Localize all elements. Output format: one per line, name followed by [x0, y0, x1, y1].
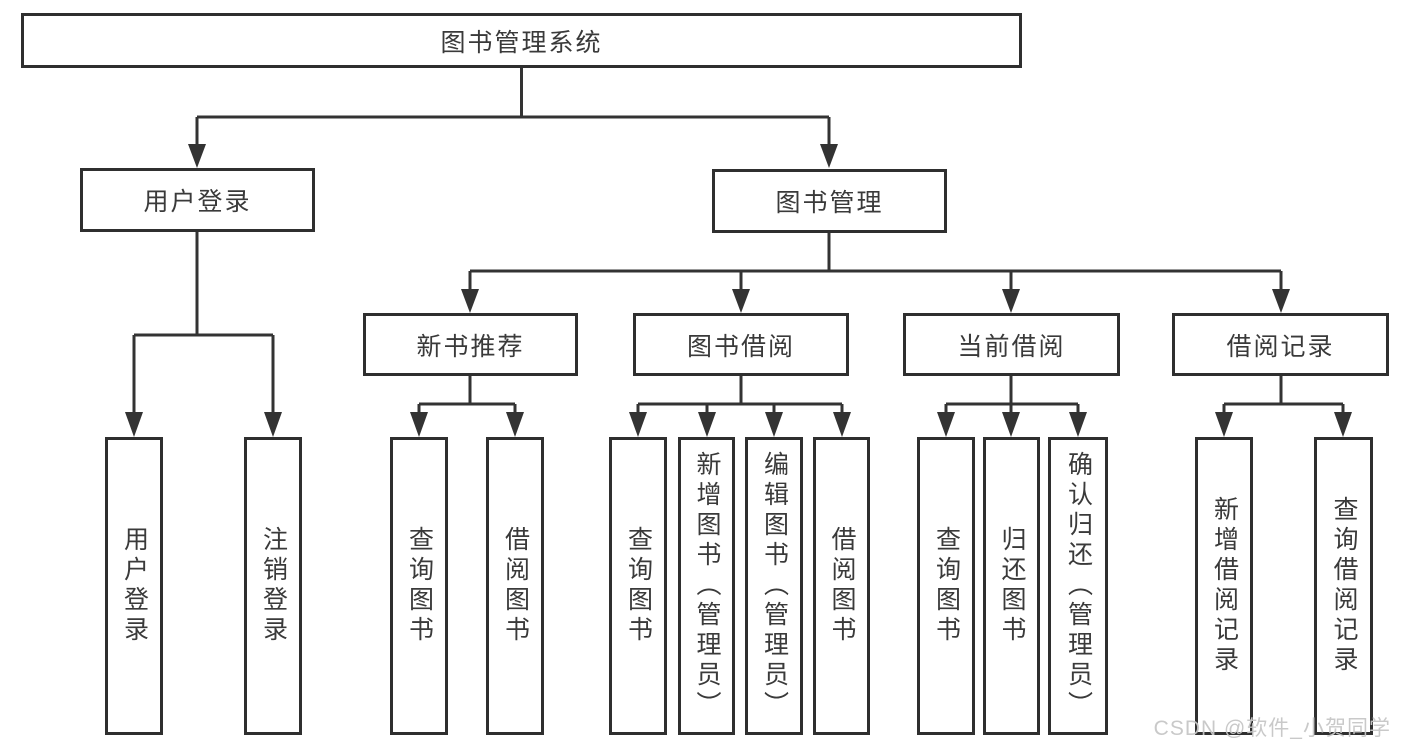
arrowhead: [188, 144, 206, 168]
node-label: 注销登录: [259, 526, 288, 646]
arrowhead: [506, 412, 524, 437]
node-borrowing-records: 借阅记录: [1172, 313, 1389, 376]
connector-userlogin-to-leaves: [132, 232, 275, 414]
leaf-user-login: 用户登录: [105, 437, 163, 735]
connector-bookmgmt-to-level3: [468, 233, 1283, 291]
connector-root-to-level2: [195, 68, 831, 146]
arrowhead: [264, 412, 282, 437]
arrowhead: [698, 412, 716, 437]
node-current-borrowing: 当前借阅: [903, 313, 1120, 376]
node-book-management: 图书管理: [712, 169, 947, 233]
node-label: 借阅记录: [1226, 332, 1335, 361]
arrowhead: [410, 412, 428, 437]
connector-currentborrow-to-leaves: [944, 376, 1080, 414]
arrowhead: [1002, 412, 1020, 437]
leaf-query-borrowing-record: 查询借阅记录: [1314, 437, 1373, 735]
node-label: 图书管理: [775, 189, 884, 217]
node-new-book-recommendation: 新书推荐: [363, 313, 578, 376]
arrowhead: [937, 412, 955, 437]
leaf-add-borrowing-record: 新增借阅记录: [1195, 437, 1253, 735]
connector-borrowrecord-to-leaves: [1222, 376, 1345, 414]
node-book-borrowing: 图书借阅: [633, 313, 849, 376]
leaf-edit-books-admin: 编辑图书（管理员）: [745, 437, 803, 735]
node-label: 查询图书: [624, 526, 653, 646]
node-label: 查询图书: [932, 526, 961, 646]
arrowhead: [629, 412, 647, 437]
connector-bookborrow-to-leaves: [636, 376, 844, 414]
arrowhead: [1272, 289, 1290, 313]
node-label: 编辑图书（管理员）: [760, 451, 789, 721]
arrowhead: [461, 289, 479, 313]
arrowhead: [1215, 412, 1233, 437]
arrowhead: [765, 412, 783, 437]
leaf-query-books-current: 查询图书: [917, 437, 975, 735]
arrowhead: [1069, 412, 1087, 437]
node-label: 用户登录: [120, 526, 149, 646]
node-label: 新增借阅记录: [1210, 496, 1239, 676]
arrowhead: [1334, 412, 1352, 437]
leaf-return-books: 归还图书: [983, 437, 1040, 735]
node-label: 借阅图书: [828, 526, 856, 646]
node-label: 新增图书（管理员）: [693, 451, 721, 721]
node-label: 图书借阅: [686, 332, 795, 361]
node-label: 图书管理系统: [440, 28, 603, 57]
arrowhead: [732, 289, 750, 313]
leaf-borrow-books: 借阅图书: [813, 437, 870, 735]
connector-newbook-to-leaves: [417, 376, 517, 414]
node-label: 用户登录: [143, 188, 252, 216]
node-label: 确认归还（管理员）: [1064, 451, 1093, 721]
arrowhead: [1002, 289, 1020, 313]
node-user-login: 用户登录: [80, 168, 315, 232]
arrowhead: [833, 412, 851, 437]
node-label: 归还图书: [998, 526, 1026, 646]
node-label: 借阅图书: [501, 526, 530, 646]
node-label: 查询借阅记录: [1330, 496, 1358, 676]
leaf-borrow-books-recommend: 借阅图书: [486, 437, 544, 735]
leaf-query-books-recommend: 查询图书: [390, 437, 448, 735]
node-library-management-system: 图书管理系统: [21, 13, 1022, 68]
arrowhead: [820, 144, 838, 168]
arrowhead: [125, 412, 143, 437]
leaf-confirm-return-admin: 确认归还（管理员）: [1048, 437, 1108, 735]
csdn-watermark: CSDN @软件_小贺同学: [1153, 717, 1391, 740]
node-label: 新书推荐: [416, 332, 525, 361]
leaf-query-books-borrow: 查询图书: [609, 437, 667, 735]
node-label: 当前借阅: [957, 332, 1066, 361]
leaf-add-books-admin: 新增图书（管理员）: [678, 437, 735, 735]
leaf-logout: 注销登录: [244, 437, 302, 735]
node-label: 查询图书: [405, 526, 434, 646]
